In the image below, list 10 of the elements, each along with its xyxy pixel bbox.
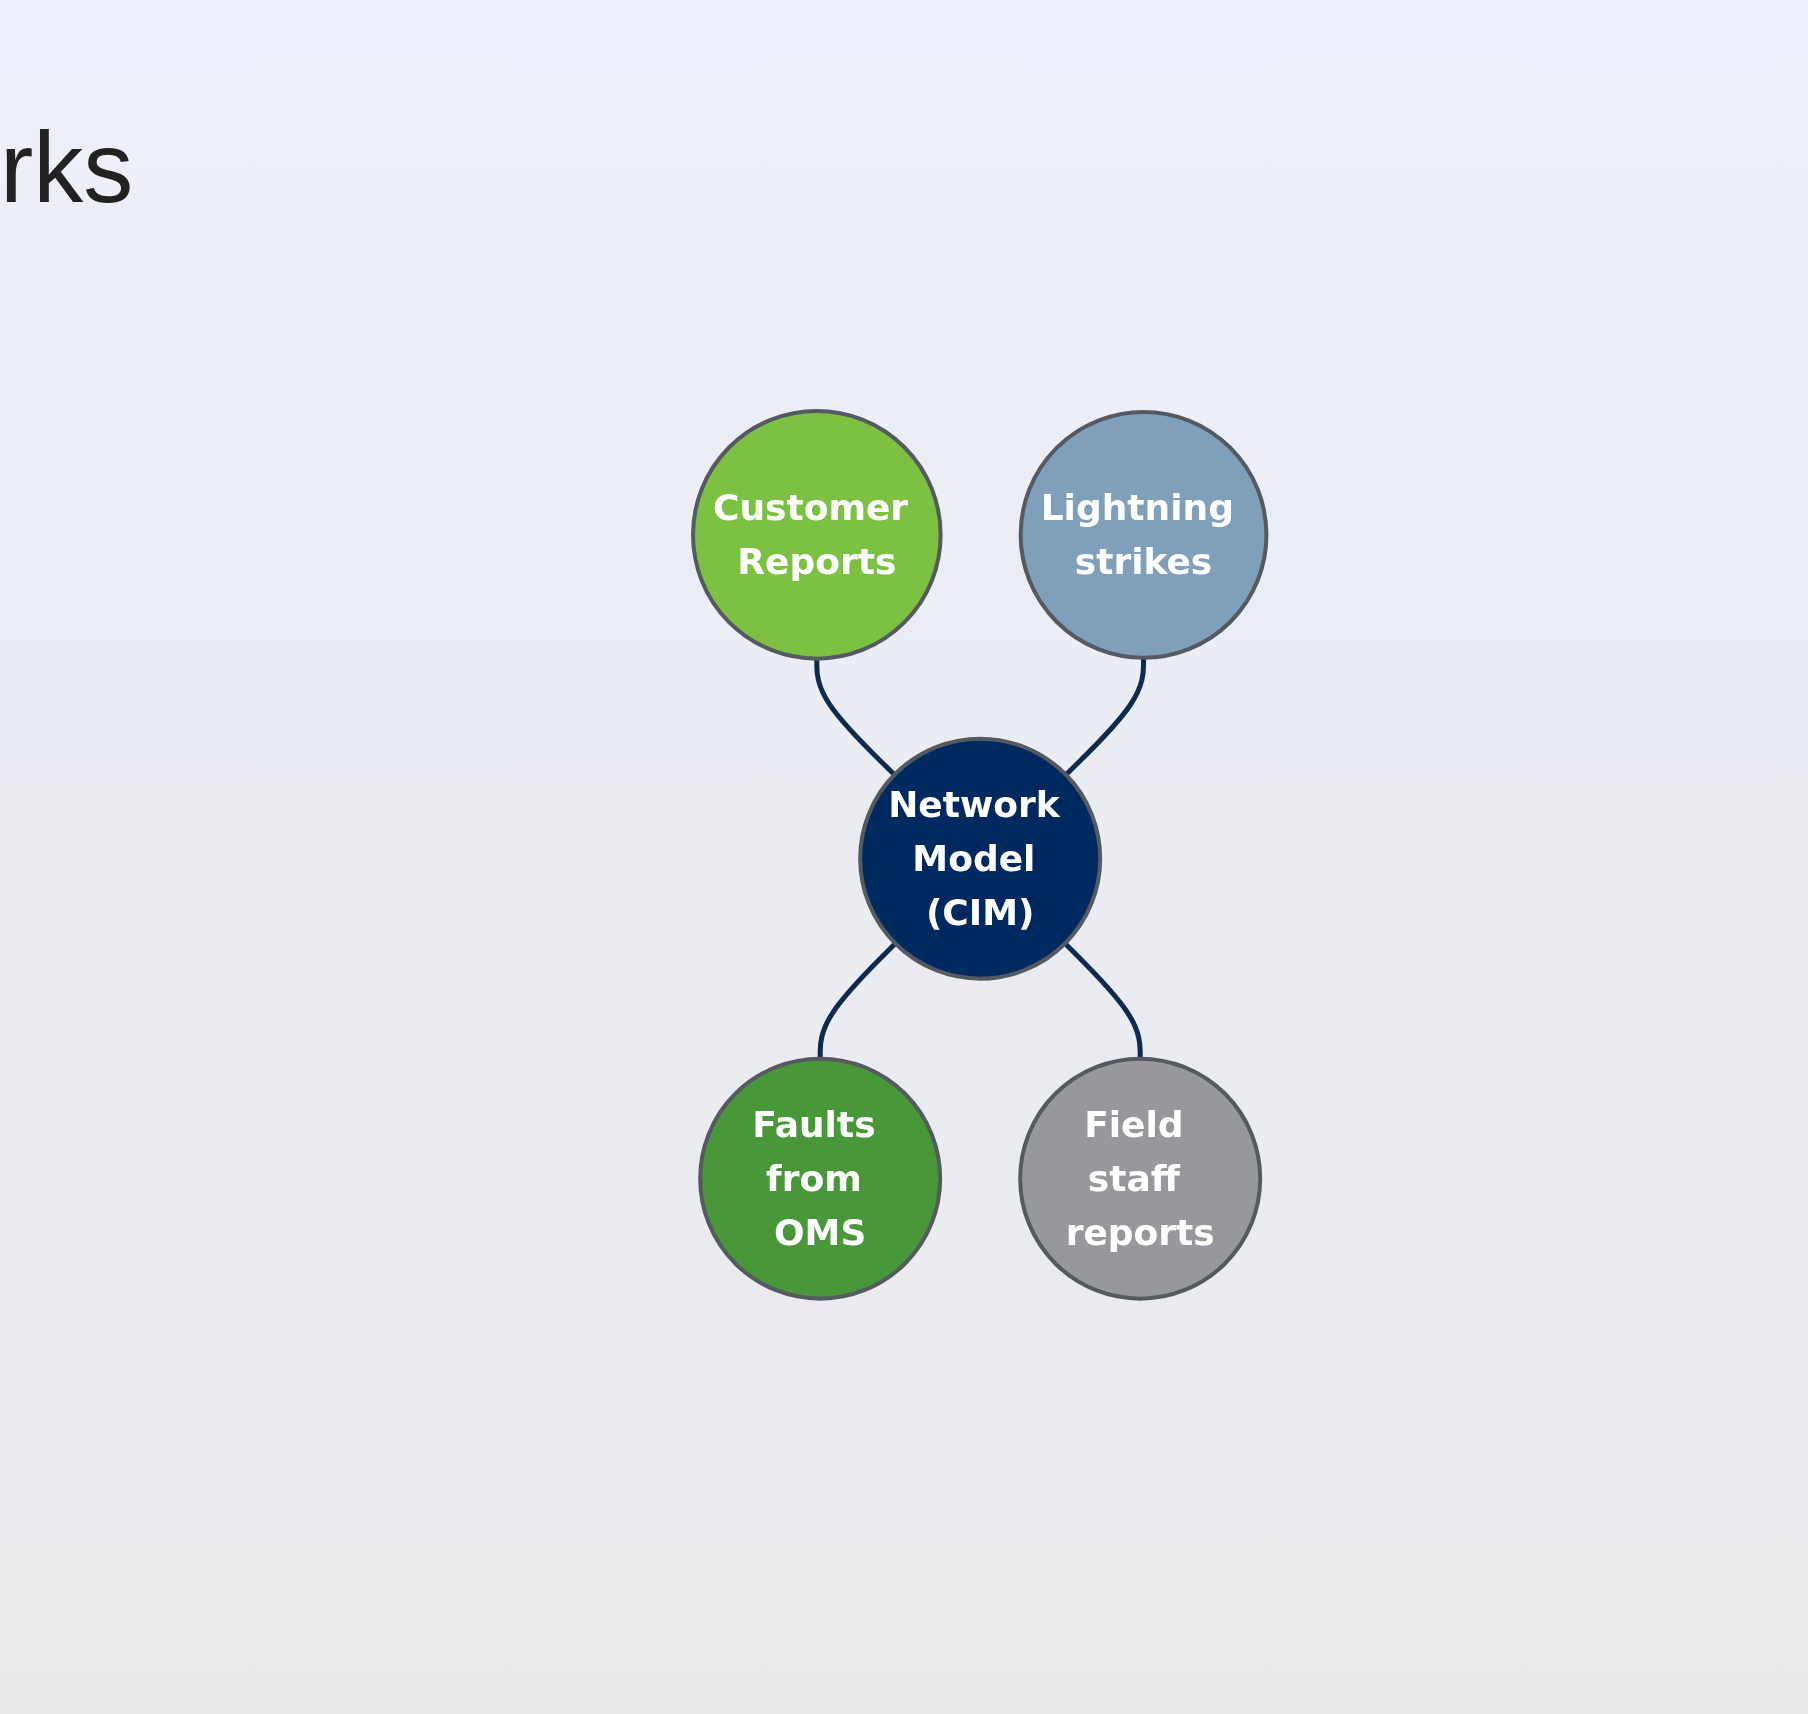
node-circle: Network Model (CIM): [858, 736, 1103, 981]
node-circle: Field staff reports: [1018, 1056, 1263, 1301]
node-circle: Lightning strikes: [1018, 410, 1269, 660]
connector: [1063, 941, 1143, 1059]
connector: [817, 941, 898, 1059]
heading-fragment: rks: [0, 110, 134, 225]
connector: [814, 658, 897, 777]
node-circle: Customer Reports: [691, 409, 943, 661]
node-circle: Faults from OMS: [698, 1056, 943, 1301]
connector: [1064, 657, 1147, 777]
